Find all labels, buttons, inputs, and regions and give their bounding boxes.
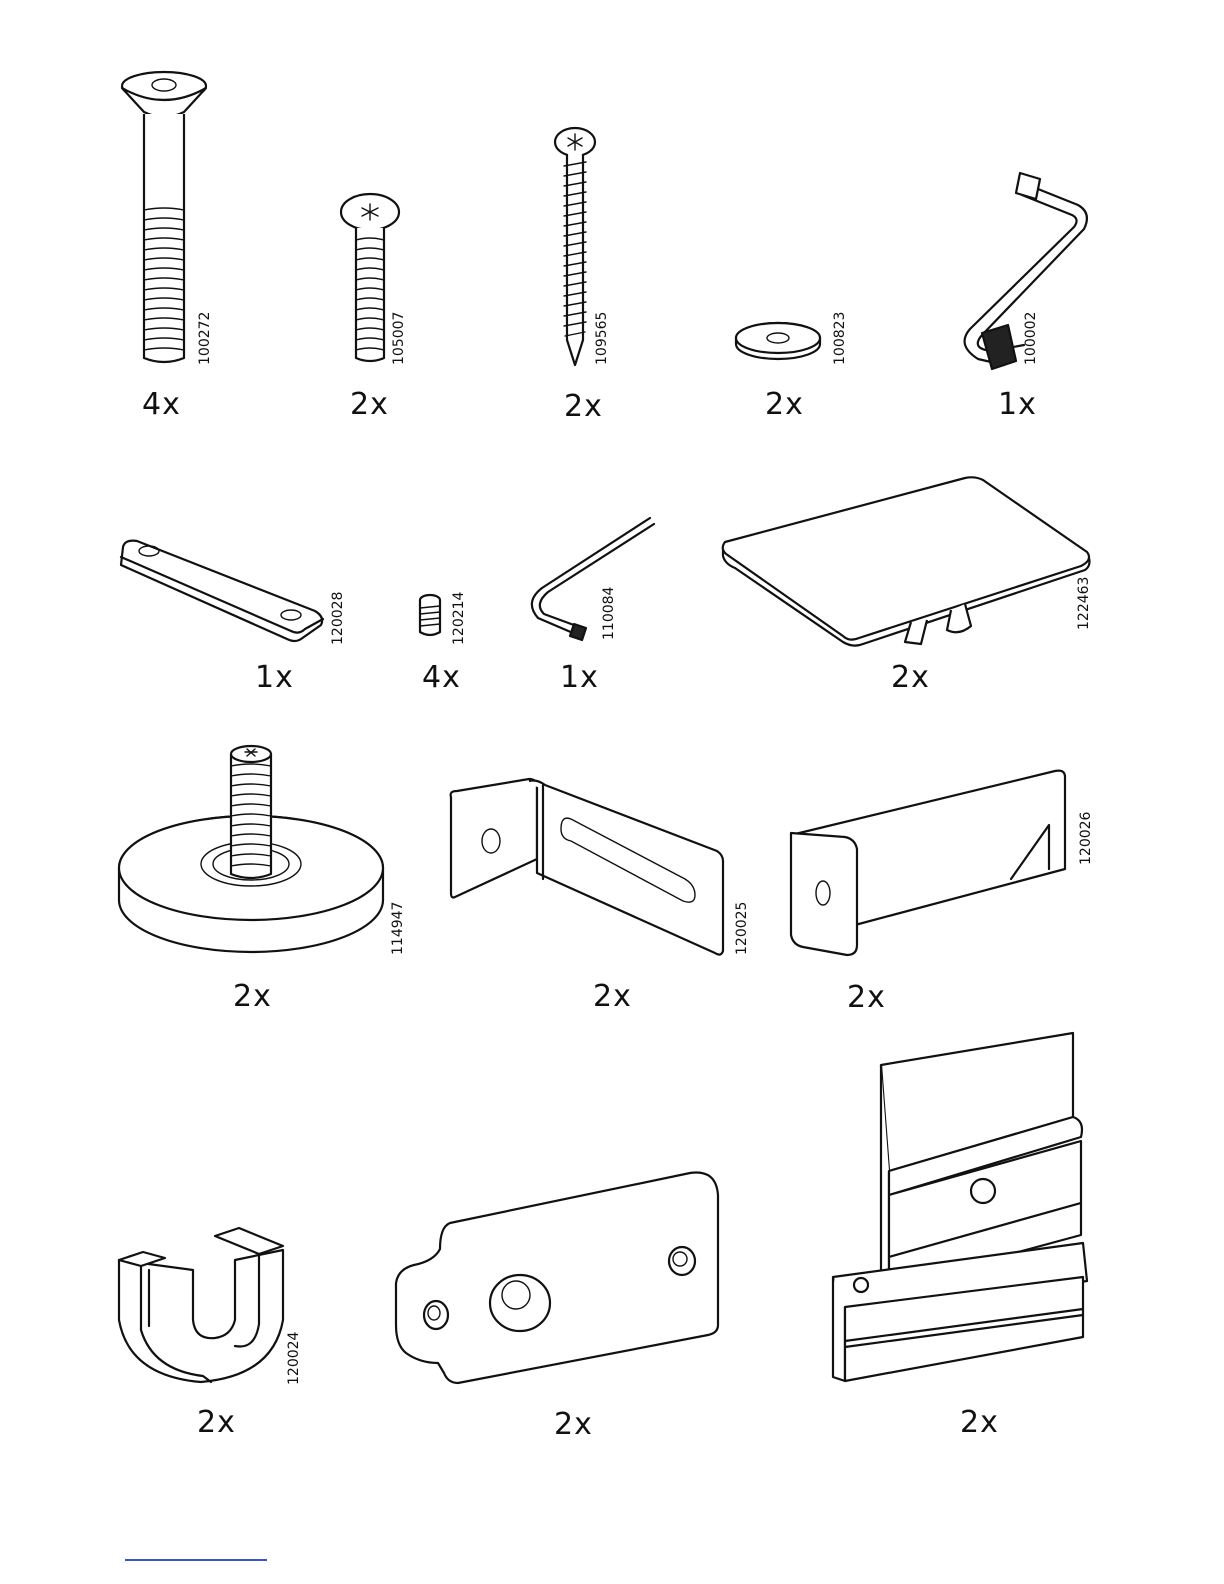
bolt-pan-drawing [330,190,430,370]
part-code: 122463 [1077,577,1091,630]
part-code: 100272 [198,312,212,365]
part-code: 120214 [452,592,466,645]
part-wood-screw: 109565 2x [540,120,640,430]
part-code: 120026 [1079,812,1093,865]
part-quantity: 2x [197,1408,236,1438]
part-quantity: 2x [847,983,886,1013]
part-quantity: 2x [350,390,389,420]
allen-key-large-drawing [920,165,1110,375]
part-plate: 122463 2x [715,470,1115,695]
part-slotted-bracket: 120025 2x [445,775,765,1015]
wood-screw-drawing [540,120,640,370]
part-flat-bar: 120028 1x [115,535,355,695]
part-code: 109565 [595,312,609,365]
part-quantity: 2x [960,1408,999,1438]
part-quantity: 4x [422,663,461,693]
part-quantity: 2x [554,1410,593,1440]
part-quantity: 2x [765,390,804,420]
part-mounting-plate: 2x [390,1165,730,1440]
part-quantity: 2x [233,982,272,1012]
part-wall-rail: 2x [825,1025,1100,1440]
part-angle-bracket: 120026 2x [785,765,1105,1015]
part-code: 105007 [392,312,406,365]
footer-rule [125,1559,267,1561]
part-quantity: 2x [891,663,930,693]
slotted-bracket-drawing [445,775,765,960]
part-code: 120024 [287,1332,301,1385]
part-quantity: 2x [564,392,603,422]
flat-bar-drawing [115,535,355,645]
part-leveling-foot: 114947 2x [115,740,415,1015]
part-code: 120025 [735,902,749,955]
part-quantity: 1x [255,663,294,693]
mounting-plate-drawing [390,1165,730,1390]
part-allen-key-small: 110084 1x [520,510,660,695]
angle-bracket-drawing [785,765,1105,960]
u-clip-drawing [115,1220,315,1390]
leveling-foot-drawing [115,740,415,960]
part-code: 114947 [391,902,405,955]
part-bolt-countersunk: 100272 4x [110,60,230,430]
part-code: 110084 [602,587,616,640]
part-code: 100823 [833,312,847,365]
plate-drawing [715,470,1115,650]
part-quantity: 4x [142,390,181,420]
part-code: 100002 [1024,312,1038,365]
part-code: 120028 [331,592,345,645]
part-bolt-pan: 105007 2x [330,190,430,430]
part-quantity: 2x [593,982,632,1012]
part-washer: 100823 2x [730,300,850,430]
part-allen-key-large: 100002 1x [920,165,1110,430]
part-u-clip: 120024 2x [115,1220,315,1440]
wall-rail-drawing [825,1025,1100,1395]
part-set-screw: 120214 4x [410,590,490,695]
set-screw-drawing [410,590,490,645]
part-quantity: 1x [998,390,1037,420]
part-quantity: 1x [560,663,599,693]
allen-key-small-drawing [520,510,660,645]
